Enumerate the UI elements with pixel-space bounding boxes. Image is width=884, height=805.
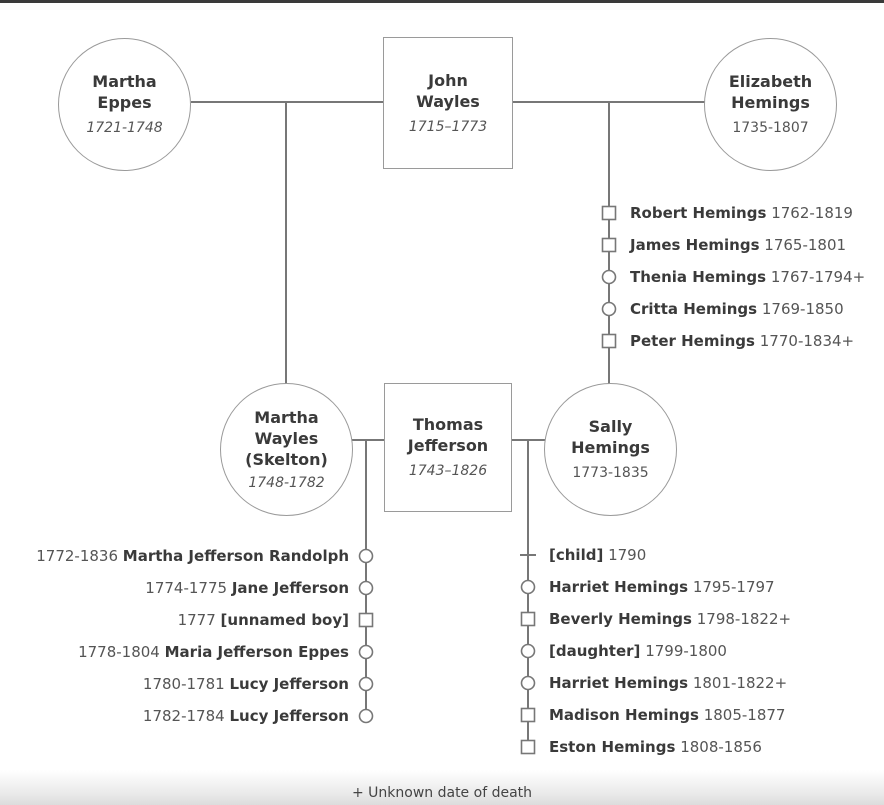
person-name: Martha bbox=[92, 72, 157, 91]
footer-note: + Unknown date of death bbox=[351, 785, 533, 801]
child-list-item: Harriet Hemings 1795-1797 bbox=[549, 577, 775, 597]
person-martha-wayles: Martha Wayles (Skelton) 1748-1782 bbox=[220, 383, 353, 516]
male-square-icon bbox=[520, 739, 536, 755]
person-john-wayles: John Wayles 1715–1773 bbox=[383, 37, 513, 169]
child-dates: 1795-1797 bbox=[692, 578, 775, 596]
child-list-item: Robert Hemings 1762-1819 bbox=[630, 203, 853, 223]
person-name: John bbox=[428, 70, 468, 90]
footer: + Unknown date of death bbox=[0, 770, 884, 805]
male-square-icon bbox=[358, 612, 374, 628]
child-dates: 1770-1834+ bbox=[759, 332, 855, 350]
person-name: Wayles bbox=[416, 91, 480, 111]
child-dates: 1777 bbox=[177, 611, 216, 629]
child-name: Maria Jefferson Eppes bbox=[164, 643, 349, 661]
female-circle-icon bbox=[358, 644, 374, 660]
child-name: James Hemings bbox=[630, 236, 760, 254]
child-dates: 1769-1850 bbox=[761, 300, 844, 318]
child-list-item: 1774-1775 Jane Jefferson bbox=[145, 578, 349, 598]
child-list-item: 1772-1836 Martha Jefferson Randolph bbox=[36, 546, 349, 566]
child-name: [daughter] bbox=[549, 642, 641, 660]
person-name: Martha bbox=[254, 407, 319, 427]
child-dates: 1774-1775 bbox=[145, 579, 228, 597]
person-name: Thomas bbox=[412, 415, 484, 434]
male-square-icon bbox=[520, 611, 536, 627]
child-list-item: Beverly Hemings 1798-1822+ bbox=[549, 609, 791, 629]
child-dates: 1767-1794+ bbox=[770, 268, 866, 286]
child-name: Robert Hemings bbox=[630, 204, 767, 222]
male-square-icon bbox=[520, 707, 536, 723]
child-dates: 1762-1819 bbox=[771, 204, 853, 222]
child-dates: 1765-1801 bbox=[764, 236, 847, 254]
female-circle-icon bbox=[520, 675, 536, 691]
child-dates: 1799-1800 bbox=[645, 642, 727, 660]
person-name: Elizabeth bbox=[728, 72, 813, 91]
child-dates: 1782-1784 bbox=[142, 707, 225, 725]
child-list-item: 1777 [unnamed boy] bbox=[178, 610, 349, 630]
person-thomas-jefferson: Thomas Jefferson 1743–1826 bbox=[384, 383, 512, 512]
child-name: Peter Hemings bbox=[630, 332, 755, 350]
person-name: Hemings bbox=[571, 438, 650, 457]
child-name: Harriet Hemings bbox=[549, 674, 689, 692]
top-border bbox=[0, 0, 884, 3]
child-dates: 1801-1822+ bbox=[692, 674, 788, 692]
child-list-item: 1778-1804 Maria Jefferson Eppes bbox=[78, 642, 349, 662]
child-name: [unnamed boy] bbox=[220, 611, 349, 629]
female-circle-icon bbox=[358, 676, 374, 692]
person-dates: 1743–1826 bbox=[408, 463, 488, 479]
child-dates: 1778-1804 bbox=[78, 643, 160, 661]
child-dates: 1790 bbox=[608, 546, 647, 564]
person-name: Wayles bbox=[254, 428, 319, 448]
child-list-item: [child] 1790 bbox=[549, 545, 646, 565]
person-name: Eppes bbox=[97, 93, 152, 112]
child-name: Martha Jefferson Randolph bbox=[122, 547, 349, 565]
child-name: Eston Hemings bbox=[549, 738, 676, 756]
child-dates: 1798-1822+ bbox=[696, 610, 792, 628]
female-circle-icon bbox=[601, 301, 617, 317]
child-name: Thenia Hemings bbox=[630, 268, 767, 286]
child-dates: 1772-1836 bbox=[36, 547, 119, 565]
child-list-item: Critta Hemings 1769-1850 bbox=[630, 299, 844, 319]
person-name: Sally bbox=[588, 417, 633, 436]
child-name: Lucy Jefferson bbox=[229, 675, 349, 693]
female-circle-icon bbox=[358, 708, 374, 724]
person-dates: 1773-1835 bbox=[572, 465, 649, 481]
child-name: Madison Hemings bbox=[549, 706, 699, 724]
child-list-item: Thenia Hemings 1767-1794+ bbox=[630, 267, 865, 287]
person-martha-eppes: Martha Eppes 1721-1748 bbox=[58, 38, 191, 171]
person-name: Hemings bbox=[731, 93, 810, 112]
male-square-icon bbox=[601, 333, 617, 349]
person-sally-hemings: Sally Hemings 1773-1835 bbox=[544, 383, 677, 516]
child-list-item: Eston Hemings 1808-1856 bbox=[549, 737, 762, 757]
person-dates: 1735-1807 bbox=[732, 120, 809, 136]
female-circle-icon bbox=[358, 580, 374, 596]
child-name: Critta Hemings bbox=[630, 300, 758, 318]
person-dates: 1721-1748 bbox=[86, 120, 163, 136]
child-dates: 1808-1856 bbox=[680, 738, 762, 756]
female-circle-icon bbox=[520, 643, 536, 659]
child-name: Harriet Hemings bbox=[549, 578, 689, 596]
male-square-icon bbox=[601, 237, 617, 253]
child-list-item: James Hemings 1765-1801 bbox=[630, 235, 846, 255]
person-name: Jefferson bbox=[407, 436, 489, 455]
male-square-icon bbox=[601, 205, 617, 221]
person-dates: 1715–1773 bbox=[408, 118, 488, 135]
child-name: Jane Jefferson bbox=[231, 579, 349, 597]
child-list-item: Peter Hemings 1770-1834+ bbox=[630, 331, 854, 351]
child-name: Lucy Jefferson bbox=[229, 707, 349, 725]
child-name: [child] bbox=[549, 546, 604, 564]
female-circle-icon bbox=[358, 548, 374, 564]
child-list-item: 1782-1784 Lucy Jefferson bbox=[143, 706, 349, 726]
child-list-item: [daughter] 1799-1800 bbox=[549, 641, 727, 661]
child-dates: 1805-1877 bbox=[703, 706, 786, 724]
person-dates: 1748-1782 bbox=[248, 474, 325, 491]
child-list-item: Harriet Hemings 1801-1822+ bbox=[549, 673, 787, 693]
child-dates: 1780-1781 bbox=[142, 675, 225, 693]
female-circle-icon bbox=[520, 579, 536, 595]
person-name: (Skelton) bbox=[245, 449, 328, 469]
child-name: Beverly Hemings bbox=[549, 610, 692, 628]
female-circle-icon bbox=[601, 269, 617, 285]
child-list-item: 1780-1781 Lucy Jefferson bbox=[143, 674, 349, 694]
person-elizabeth-hemings: Elizabeth Hemings 1735-1807 bbox=[704, 38, 837, 171]
child-list-item: Madison Hemings 1805-1877 bbox=[549, 705, 785, 725]
